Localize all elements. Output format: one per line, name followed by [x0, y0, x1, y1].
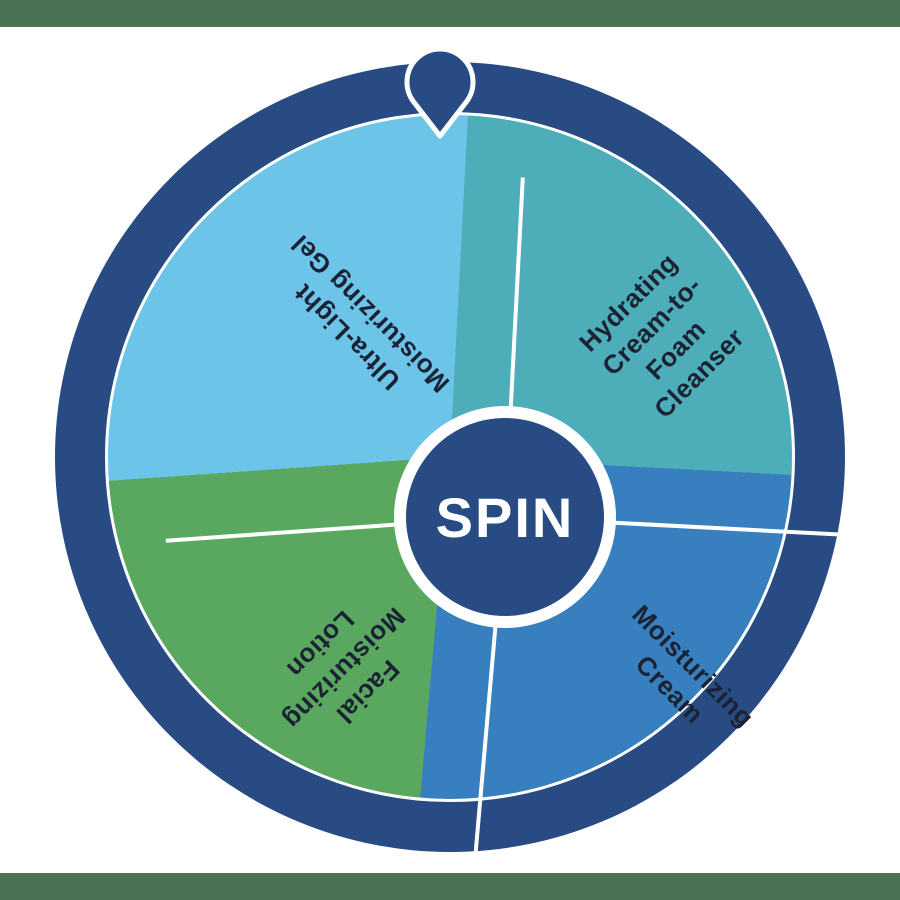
spin-button-face[interactable]: SPIN	[406, 418, 604, 616]
spin-button[interactable]: SPIN	[394, 406, 616, 628]
bottom-bar	[0, 873, 900, 900]
spin-button-label: SPIN	[435, 485, 575, 549]
pointer-shape	[404, 46, 476, 139]
wheel-pointer-icon	[404, 46, 476, 139]
spin-wheel[interactable]: Hydrating Cream-to- Foam Cleanser Moistu…	[55, 62, 845, 856]
top-bar	[0, 0, 900, 27]
